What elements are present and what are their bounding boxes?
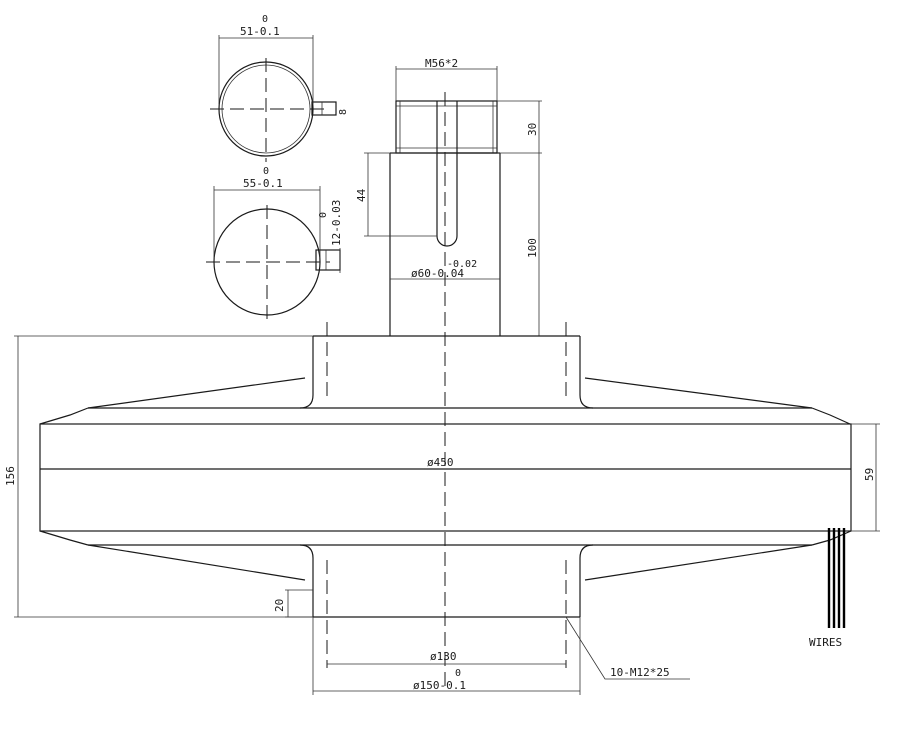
dia-130-label: ø130 [430, 650, 457, 663]
bottom-tol-zero: 0 [455, 668, 461, 679]
mid-key-tol-zero: 0 [318, 212, 329, 218]
height-156-label: 156 [4, 466, 17, 486]
dim-156: 156 [4, 335, 313, 618]
mid-tol-zero: 0 [263, 166, 269, 177]
dim-100-label: 100 [526, 238, 539, 258]
shaft-keyway [436, 153, 458, 247]
mid-key-label: 12-0.03 [330, 200, 343, 246]
dim-59: 59 [851, 423, 880, 532]
bottom-diameters: ø130 0 ø150-0.1 10-M12*25 [312, 616, 690, 695]
top-key-width-label: 8 [338, 109, 349, 115]
dia-150-label: ø150-0.1 [413, 679, 466, 692]
dia-450-label: ø450 [427, 456, 454, 469]
dim-44-label: 44 [355, 188, 368, 202]
shaft-dia-label: ø60-0.04 [411, 267, 464, 280]
dim-30-label: 30 [526, 123, 539, 136]
wires-label: WIRES [809, 636, 842, 649]
bolt-leader [565, 616, 690, 680]
dim-59-label: 59 [863, 468, 876, 481]
top-tol-zero: 0 [262, 14, 268, 25]
mid-dia-label: 55-0.1 [243, 177, 283, 190]
motor-body: ø450 20 [39, 92, 852, 688]
bolt-note-label: 10-M12*25 [610, 666, 670, 679]
middle-shaft-section: 0 55-0.1 0 12-0.03 [206, 166, 343, 320]
wires: WIRES [809, 528, 846, 649]
shaft-elevation: M56*2 30 44 100 -0.02 ø60-0.04 [355, 57, 542, 337]
thread-label: M56*2 [425, 57, 458, 70]
dim-20-label: 20 [273, 599, 286, 612]
top-dia-label: 51-0.1 [240, 25, 280, 38]
rim [39, 423, 852, 532]
shaft-thread [395, 100, 498, 154]
top-section-key [311, 101, 337, 116]
shaft-tol-upper: -0.02 [447, 259, 477, 270]
top-shaft-section: 0 51-0.1 8 [210, 14, 349, 162]
